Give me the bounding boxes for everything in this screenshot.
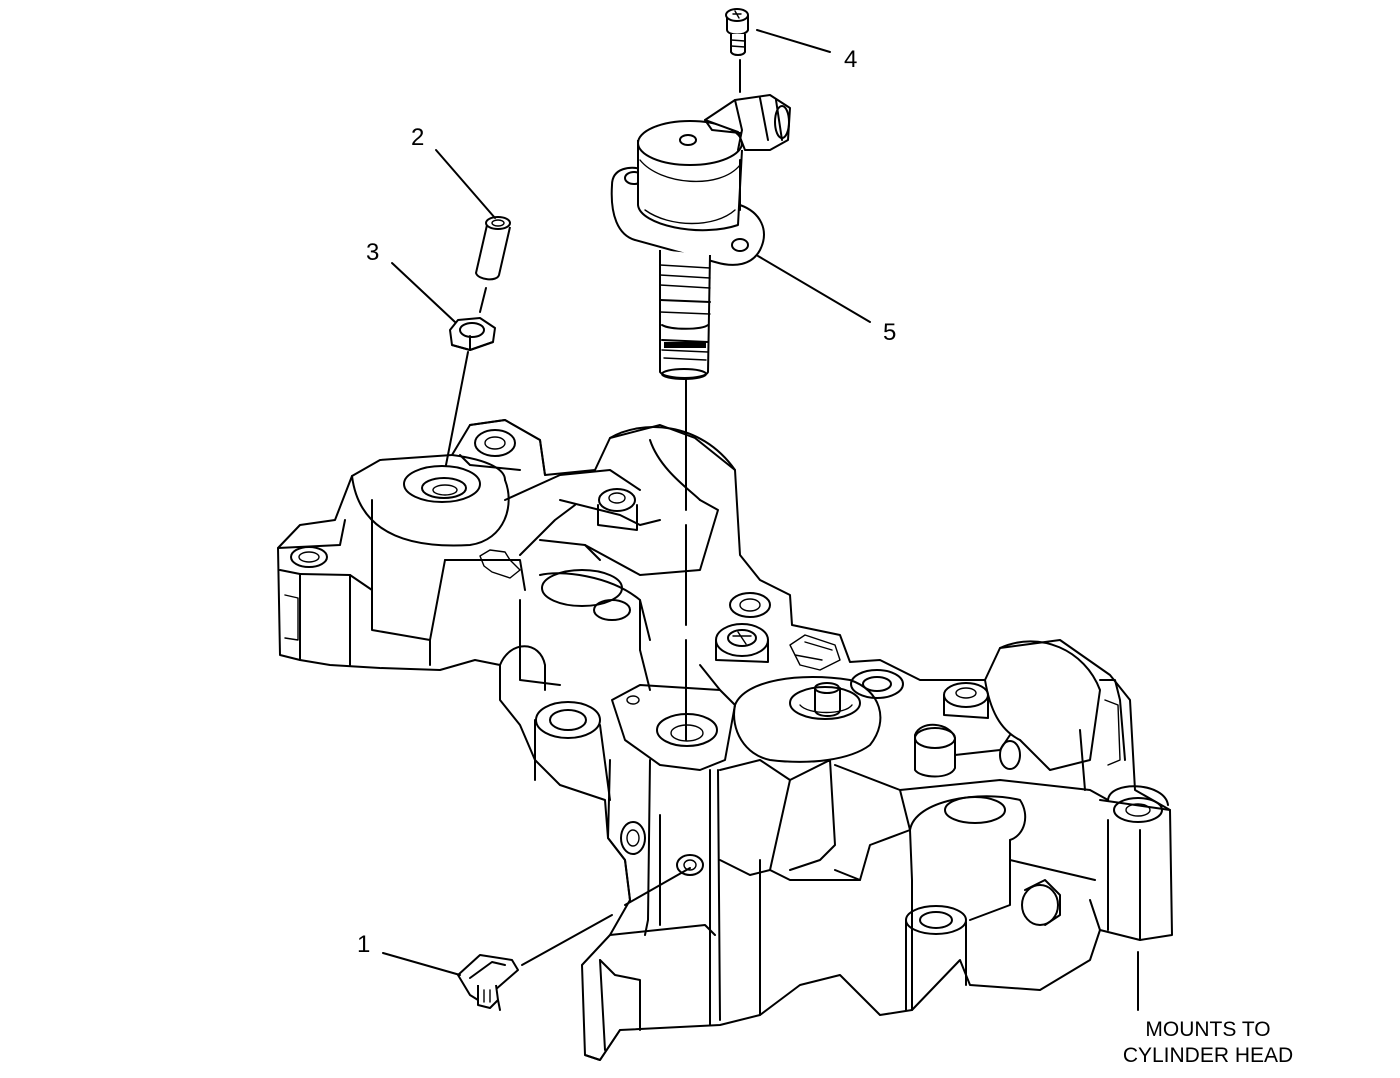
leader-line-3 <box>391 262 456 323</box>
part-3-nut <box>449 317 496 351</box>
callout-5: 5 <box>883 319 896 346</box>
callout-1: 1 <box>357 931 370 958</box>
part-5-solenoid-valve <box>610 94 791 380</box>
callout-2: 2 <box>411 124 424 151</box>
leader-line-4 <box>756 29 831 53</box>
part-4-cap-screw <box>725 8 749 56</box>
manifold-housing <box>277 419 1173 1061</box>
note-line-2: CYLINDER HEAD <box>1123 1044 1293 1067</box>
part-1-clip <box>457 954 519 1011</box>
part-2-sleeve <box>475 216 511 281</box>
assembly-center-lines <box>445 59 741 966</box>
leader-line-5 <box>757 255 871 323</box>
callout-3: 3 <box>366 239 379 266</box>
leader-line-2 <box>435 149 496 219</box>
leader-lines <box>382 29 1139 1011</box>
callout-4: 4 <box>844 46 857 73</box>
note-line-1: MOUNTS TO <box>1145 1018 1270 1041</box>
leader-line-1 <box>382 952 461 976</box>
